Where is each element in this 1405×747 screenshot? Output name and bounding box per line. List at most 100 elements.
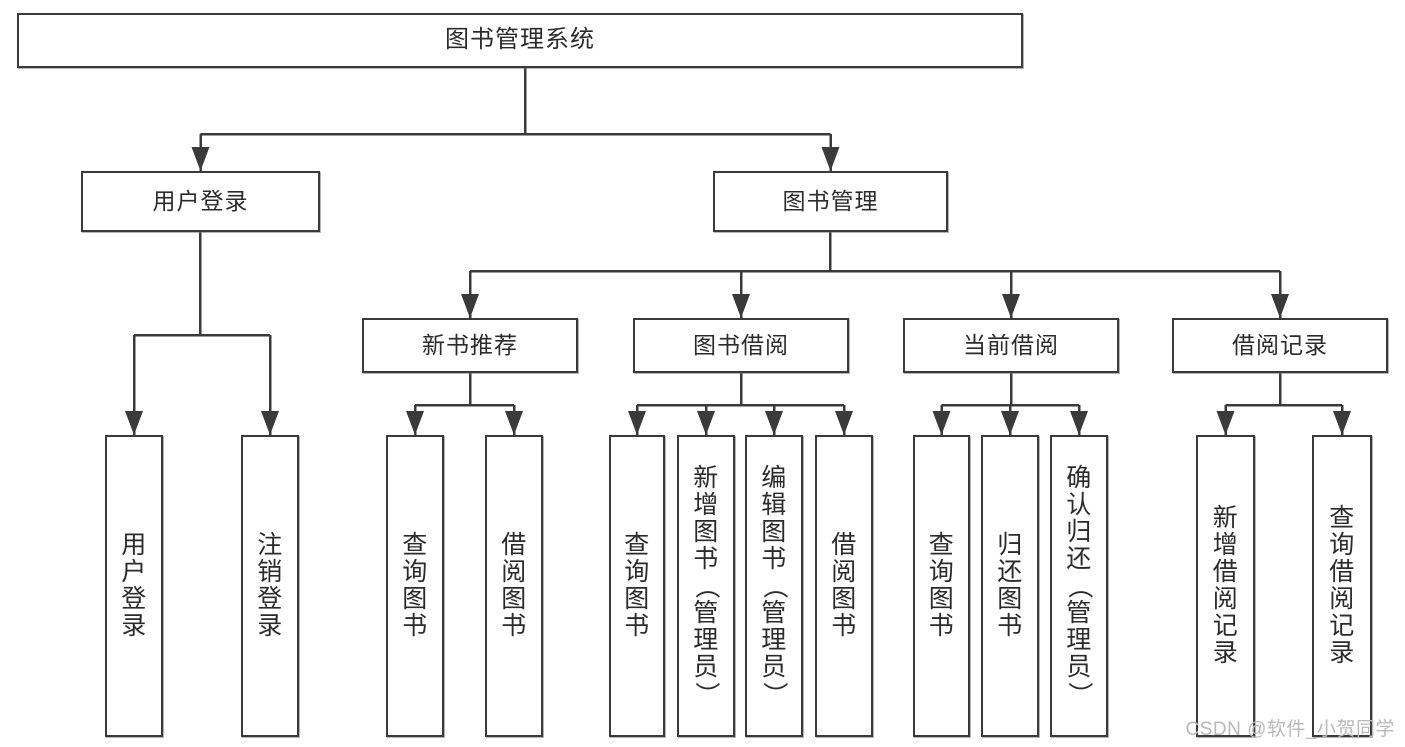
arrow-head <box>1333 411 1351 435</box>
node-user-login[interactable]: 用户登录 <box>81 171 320 232</box>
label-char: 理 <box>693 625 719 654</box>
label-char: ） <box>760 681 789 707</box>
arrow-head <box>765 411 783 435</box>
label-char: 增 <box>1212 531 1239 559</box>
label-char: 书 <box>761 544 787 573</box>
arrow-head <box>821 147 840 171</box>
arrow-head <box>406 411 424 435</box>
label-char: ） <box>1065 681 1094 707</box>
arrow-head <box>1070 411 1088 435</box>
label-char: 辑 <box>761 490 787 519</box>
node-leaf-query-book-1[interactable]: 查询图书 <box>386 435 444 737</box>
label-char: （ <box>760 573 789 599</box>
arrow-head <box>261 411 279 435</box>
label-char: 认 <box>1066 490 1092 519</box>
node-label: 用户登录 <box>152 187 249 214</box>
label-char: 书 <box>928 612 955 640</box>
label-char: 归 <box>1066 517 1092 546</box>
label-char: 图 <box>693 517 719 546</box>
label-char: 借 <box>1329 558 1355 586</box>
label-char: 书 <box>831 612 857 640</box>
label-char: 员 <box>761 652 787 681</box>
node-label: 图书管理 <box>782 187 879 214</box>
label-char: 询 <box>1329 531 1355 559</box>
arrow-head <box>461 294 479 318</box>
label-char: 新 <box>1212 504 1239 532</box>
node-label: 查询图书 <box>929 532 955 640</box>
label-char: 员 <box>693 652 719 681</box>
node-book-borrow[interactable]: 图书借阅 <box>633 318 849 373</box>
label-char: 图 <box>624 585 650 613</box>
label-char: 图 <box>501 585 527 613</box>
label-char: 查 <box>928 531 955 559</box>
node-label: 注销登录 <box>257 532 283 640</box>
label-char: 还 <box>1066 544 1092 573</box>
label-char: 询 <box>624 558 650 586</box>
label-char: 录 <box>121 612 147 640</box>
node-leaf-query-book-3[interactable]: 查询图书 <box>913 435 970 737</box>
node-leaf-borrow-book-1[interactable]: 借阅图书 <box>485 435 543 737</box>
node-label: 归还图书 <box>997 532 1023 640</box>
label-char: ） <box>692 681 721 707</box>
label-char: 书 <box>997 612 1023 640</box>
label-char: 员 <box>1066 652 1092 681</box>
node-label: 查询借阅记录 <box>1329 505 1355 667</box>
node-label: 查询图书 <box>624 532 650 640</box>
label-char: 书 <box>624 612 650 640</box>
node-leaf-confirm-return[interactable]: 确认归还（管理员） <box>1050 435 1108 737</box>
node-label: 编辑图书（管理员） <box>760 464 789 708</box>
label-char: 管 <box>693 598 719 627</box>
node-borrow-record[interactable]: 借阅记录 <box>1172 318 1388 373</box>
node-new-book-rec[interactable]: 新书推荐 <box>362 318 578 373</box>
node-leaf-user-logout[interactable]: 注销登录 <box>241 435 299 737</box>
node-label: 借阅记录 <box>1232 331 1328 358</box>
arrow-head <box>1271 294 1289 318</box>
label-char: 登 <box>257 585 283 613</box>
node-leaf-edit-book[interactable]: 编辑图书（管理员） <box>745 435 803 737</box>
label-char: 记 <box>1329 612 1355 640</box>
label-char: 阅 <box>501 558 527 586</box>
label-char: 户 <box>121 558 147 586</box>
node-leaf-borrow-book-2[interactable]: 借阅图书 <box>815 435 873 737</box>
label-char: 图 <box>997 585 1023 613</box>
label-char: 确 <box>1066 463 1092 492</box>
node-label: 借阅图书 <box>501 532 527 640</box>
arrow-head <box>505 411 523 435</box>
node-leaf-return-book[interactable]: 归还图书 <box>981 435 1039 737</box>
node-current-borrow[interactable]: 当前借阅 <box>903 318 1119 373</box>
label-char: 借 <box>1212 558 1239 586</box>
node-label: 新书推荐 <box>422 331 518 358</box>
node-leaf-user-login[interactable]: 用户登录 <box>105 435 163 737</box>
label-char: 借 <box>501 531 527 559</box>
node-label: 图书管理系统 <box>445 26 595 54</box>
label-char: 录 <box>1212 639 1239 667</box>
node-leaf-add-record[interactable]: 新增借阅记录 <box>1196 435 1255 737</box>
arrow-head <box>835 411 853 435</box>
label-char: 图 <box>928 585 955 613</box>
node-leaf-query-book-2[interactable]: 查询图书 <box>609 435 665 737</box>
arrow-head <box>1216 411 1235 435</box>
label-char: 图 <box>831 585 857 613</box>
label-char: 查 <box>402 531 428 559</box>
node-label: 新增图书（管理员） <box>692 464 721 708</box>
label-char: 书 <box>402 612 428 640</box>
node-leaf-query-record[interactable]: 查询借阅记录 <box>1312 435 1372 737</box>
label-char: 管 <box>1066 598 1092 627</box>
label-char: 理 <box>1066 625 1092 654</box>
node-label: 用户登录 <box>121 532 147 640</box>
arrow-head <box>125 411 143 435</box>
label-char: 注 <box>257 531 283 559</box>
label-char: 还 <box>997 558 1023 586</box>
label-char: 记 <box>1212 612 1239 640</box>
label-char: 登 <box>121 585 147 613</box>
node-label: 图书借阅 <box>693 331 789 358</box>
node-book-manage[interactable]: 图书管理 <box>713 171 948 232</box>
arrow-head <box>932 411 951 435</box>
node-label: 新增借阅记录 <box>1213 505 1239 667</box>
node-label: 借阅图书 <box>831 532 857 640</box>
node-leaf-add-book[interactable]: 新增图书（管理员） <box>677 435 735 737</box>
node-root[interactable]: 图书管理系统 <box>17 13 1023 68</box>
label-char: 录 <box>1329 639 1355 667</box>
